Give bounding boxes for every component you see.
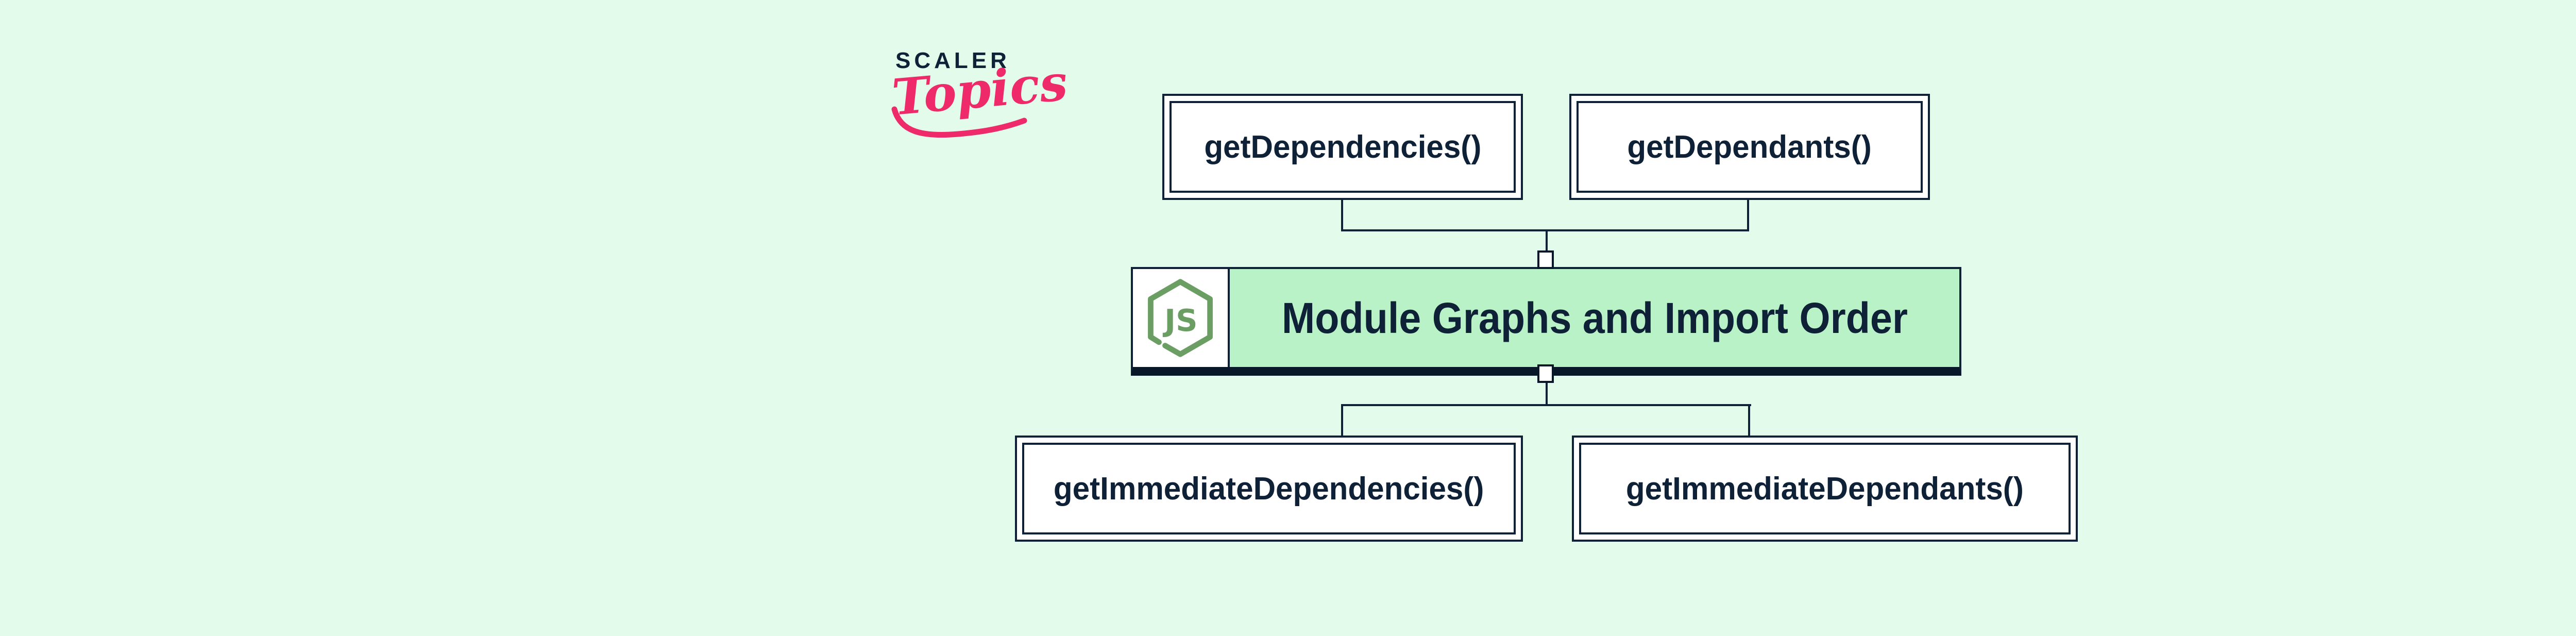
node-label: getDependants() <box>1627 129 1872 165</box>
nodejs-hexagon-icon: JS <box>1148 279 1213 357</box>
node-label: getImmediateDependencies() <box>1054 471 1484 507</box>
node-label: getImmediateDependants() <box>1626 471 2024 507</box>
scaler-wordmark: SCALER <box>895 48 1010 73</box>
connector-top-left-vertical <box>1341 200 1343 231</box>
node-label: getDependencies() <box>1204 129 1482 165</box>
nodejs-icon-js-text: JS <box>1162 303 1197 338</box>
center-title: Module Graphs and Import Order <box>1281 293 1908 342</box>
node-get-dependencies: getDependencies() <box>1162 94 1523 200</box>
connector-top-center-vertical <box>1546 229 1548 253</box>
center-node-bottom-port <box>1537 364 1554 383</box>
connector-bottom-left-vertical <box>1341 404 1343 436</box>
connector-top-right-vertical <box>1747 200 1749 231</box>
node-inner-frame: getDependencies() <box>1170 101 1516 193</box>
center-node-top-port <box>1537 250 1554 269</box>
node-get-dependants: getDependants() <box>1569 94 1930 200</box>
center-node-module-graphs: JS Module Graphs and Import Order <box>1131 267 1961 376</box>
connector-bottom-horizontal <box>1341 404 1751 406</box>
node-get-immediate-dependencies: getImmediateDependencies() <box>1015 436 1523 542</box>
topics-underline-swoosh <box>891 106 1027 138</box>
nodejs-icon-panel: JS <box>1133 269 1230 367</box>
connector-bottom-right-vertical <box>1748 404 1750 436</box>
node-inner-frame: getImmediateDependants() <box>1579 443 2071 534</box>
node-inner-frame: getImmediateDependencies() <box>1022 443 1516 534</box>
node-inner-frame: getDependants() <box>1577 101 1923 193</box>
scaler-topics-logo: SCALER Topics <box>890 48 1070 138</box>
center-title-area: Module Graphs and Import Order <box>1230 269 1959 367</box>
connector-bottom-center-vertical <box>1546 381 1548 406</box>
connector-top-horizontal <box>1341 229 1749 231</box>
node-get-immediate-dependants: getImmediateDependants() <box>1572 436 2078 542</box>
